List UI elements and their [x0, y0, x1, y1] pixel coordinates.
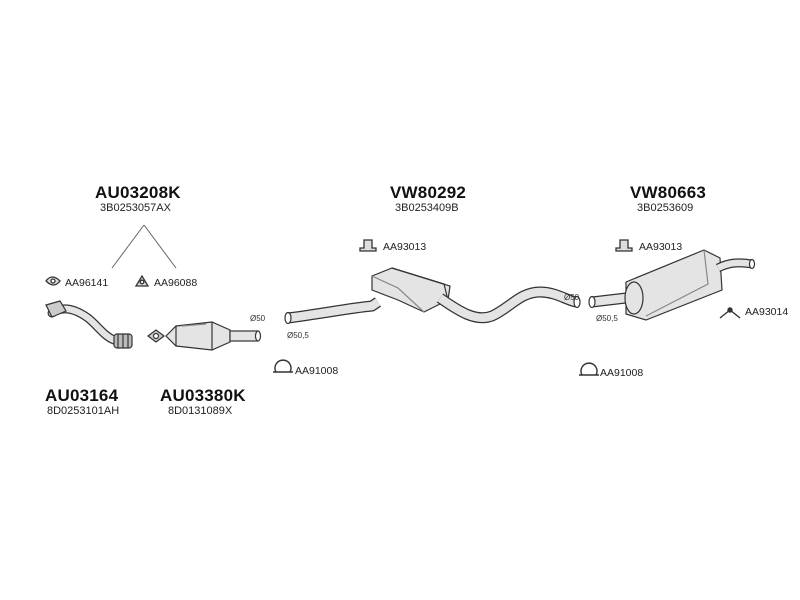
accessory-label-aa93013-mid: AA93013: [383, 241, 427, 253]
hanger-aa93013-mid-icon: [359, 239, 377, 252]
dimension-cat-outlet: Ø50: [250, 314, 266, 323]
oem-8d0131089x: 8D0131089X: [168, 405, 233, 417]
accessory-label-aa93014: AA93014: [745, 306, 789, 318]
gasket-aa96088-icon: [134, 274, 150, 287]
group-bracket-lines: [111, 224, 177, 269]
accessory-label-aa91008-rear: AA91008: [600, 367, 644, 379]
front-pipe-au03164: [45, 300, 133, 349]
part-number-vw80663: VW80663: [630, 183, 707, 202]
part-number-vw80292: VW80292: [390, 183, 467, 202]
catalyst-au03380k: [147, 321, 262, 351]
clamp-aa91008-rear-icon: [579, 362, 599, 376]
rubber-mount-aa93014-icon: [719, 307, 741, 319]
accessory-label-aa93013-rear: AA93013: [639, 241, 683, 253]
middle-silencer-vw80292: [284, 267, 581, 325]
accessory-label-aa96088: AA96088: [154, 277, 198, 289]
hanger-aa93013-rear-icon: [615, 239, 633, 252]
oem-3b0253057ax: 3B0253057AX: [100, 202, 171, 214]
rear-silencer-vw80663: [588, 249, 756, 321]
dimension-rear-inlet: Ø50,5: [596, 314, 618, 323]
dimension-mid-inlet: Ø50,5: [287, 331, 309, 340]
gasket-aa96141-icon: [45, 276, 61, 286]
oem-8d0253101ah: 8D0253101AH: [47, 405, 120, 417]
oem-3b0253609: 3B0253609: [637, 202, 694, 214]
accessory-label-aa91008-mid: AA91008: [295, 365, 339, 377]
oem-3b0253409b: 3B0253409B: [395, 202, 459, 214]
accessory-label-aa96141: AA96141: [65, 277, 109, 289]
part-number-au03208k: AU03208K: [95, 183, 181, 202]
dimension-mid-outlet: Ø50: [564, 293, 580, 302]
part-number-au03380k: AU03380K: [160, 386, 246, 405]
clamp-aa91008-mid-icon: [273, 359, 293, 373]
part-number-au03164: AU03164: [45, 386, 119, 405]
